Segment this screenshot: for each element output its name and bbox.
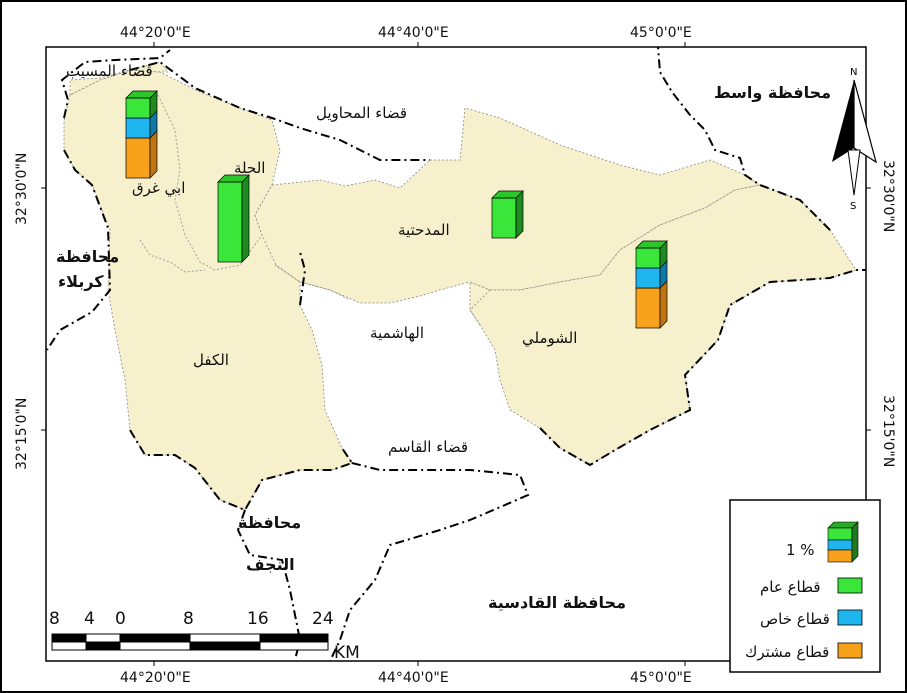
label-mahawil: قضاء المحاويل xyxy=(316,104,407,122)
bar-side-public xyxy=(241,174,250,263)
bar-segment-public xyxy=(635,247,661,269)
scale-bar: 8 4 0 8 16 24 KM xyxy=(49,609,360,663)
bar-top xyxy=(635,240,668,249)
label-madhatiya: المدحتية xyxy=(398,221,450,239)
coord-top-2: 44°40'0"E xyxy=(378,25,449,41)
legend-unit-text: 1 % xyxy=(786,541,815,559)
bar-segment-private xyxy=(635,267,661,289)
bar-top xyxy=(125,90,158,99)
coord-bottom-2: 44°40'0"E xyxy=(378,670,449,686)
bar-symbols xyxy=(125,90,668,329)
internal-boundaries xyxy=(139,94,491,326)
bar-side-mixed xyxy=(659,280,668,329)
bar-segment-public xyxy=(125,97,151,119)
north-label: N xyxy=(850,67,857,78)
label-kifl: الكفل xyxy=(193,351,229,369)
legend-swatch-private xyxy=(837,609,863,626)
bar-segment-mixed xyxy=(125,137,151,179)
bar-top xyxy=(217,174,250,183)
bar-segment-private xyxy=(125,117,151,139)
coord-right-2: 32°15'0"N xyxy=(880,395,896,467)
label-wasit: محافظة واسط xyxy=(714,83,831,102)
bar-2 xyxy=(217,174,250,263)
scale-unit: KM xyxy=(334,643,360,663)
coord-top-1: 44°20'0"E xyxy=(120,25,191,41)
bar-top xyxy=(491,190,524,199)
scale-label-0: 8 xyxy=(49,609,60,629)
legend-unit-symbol xyxy=(827,521,859,563)
tick-marks xyxy=(41,42,871,666)
south-label: S xyxy=(850,201,856,212)
label-abi-gharaq: ابي غرق xyxy=(132,179,185,198)
coord-left-2: 32°15'0"N xyxy=(14,398,30,470)
label-karbala-1: محافظة xyxy=(56,247,119,266)
label-karbala-2: كربلاء xyxy=(58,272,104,291)
coord-right-1: 32°30'0"N xyxy=(880,160,896,232)
legend-label-mixed: قطاع مشترك xyxy=(745,643,829,661)
coord-left-1: 32°30'0"N xyxy=(14,153,30,225)
bar-1 xyxy=(125,90,158,179)
label-musayyib: قضاء المسيب xyxy=(66,62,153,80)
bar-segment-public xyxy=(217,181,243,263)
label-najaf-1: محافظة xyxy=(238,513,301,532)
legend-swatch-public xyxy=(837,577,863,594)
legend-label-public: قطاع عام xyxy=(760,578,821,596)
bar-side-mixed xyxy=(149,130,158,179)
label-najaf-2: النجف xyxy=(246,555,295,574)
coord-bottom-1: 44°20'0"E xyxy=(120,670,191,686)
north-arrow-icon: N S xyxy=(832,67,877,212)
scale-label-5: 24 xyxy=(312,609,334,629)
scale-label-3: 8 xyxy=(183,609,194,629)
legend-label-private: قطاع خاص xyxy=(760,610,830,628)
coord-bottom-3: 45°0'0"E xyxy=(630,670,692,686)
scale-label-2: 0 xyxy=(115,609,126,629)
governorate-boundaries xyxy=(46,46,866,662)
label-hashimiya: الهاشمية xyxy=(370,324,424,342)
bar-segment-public xyxy=(491,197,517,239)
label-shomali: الشوملي xyxy=(522,329,577,348)
scale-label-4: 16 xyxy=(247,609,269,629)
legend-swatch-mixed xyxy=(837,642,863,659)
bar-side-public xyxy=(515,190,524,239)
label-hilla: الحلة xyxy=(234,159,265,177)
label-qasim: قضاء القاسم xyxy=(388,438,468,456)
legend: 1 % قطاع عام قطاع خاص قطاع مشترك xyxy=(729,499,881,673)
bar-3 xyxy=(491,190,524,239)
bar-segment-mixed xyxy=(635,287,661,329)
label-qadisiya: محافظة القادسية xyxy=(488,593,626,612)
scale-label-1: 4 xyxy=(84,609,95,629)
bar-4 xyxy=(635,240,668,329)
coord-top-3: 45°0'0"E xyxy=(630,25,692,41)
region-north-strip xyxy=(69,61,169,96)
